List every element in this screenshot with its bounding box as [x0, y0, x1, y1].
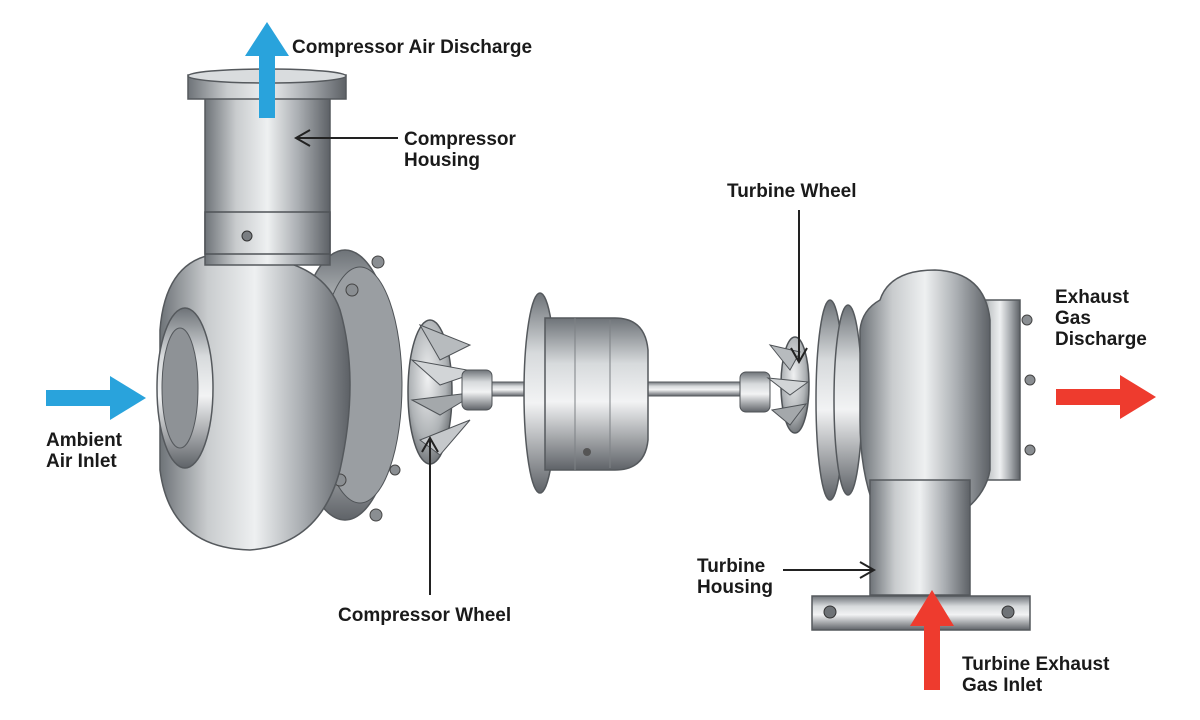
compressor-housing-label: Compressor Housing — [404, 129, 516, 171]
turbine-exhaust-gas-inlet-label: Turbine Exhaust Gas Inlet — [962, 654, 1110, 696]
compressor-wheel-label: Compressor Wheel — [338, 605, 512, 626]
compressor-discharge-arrow-icon — [245, 22, 289, 118]
ambient-air-inlet-label: Ambient Air Inlet — [46, 430, 122, 472]
turbine-housing-part — [811, 269, 1036, 631]
compressor-housing-part — [156, 68, 403, 551]
exhaust-gas-discharge-label: Exhaust Gas Discharge — [1055, 287, 1147, 350]
turbine-housing-label: Turbine Housing — [697, 556, 773, 598]
leader-lines — [293, 129, 877, 595]
compressor-wheel-part — [407, 319, 493, 465]
compressor-air-discharge-label: Compressor Air Discharge — [292, 37, 533, 58]
center-housing-part — [523, 292, 649, 494]
exhaust-inlet-arrow-icon — [910, 590, 954, 690]
ambient-air-inlet-arrow-icon — [46, 376, 146, 420]
exhaust-discharge-arrow-icon — [1056, 375, 1156, 419]
turbine-wheel-label: Turbine Wheel — [727, 181, 857, 202]
